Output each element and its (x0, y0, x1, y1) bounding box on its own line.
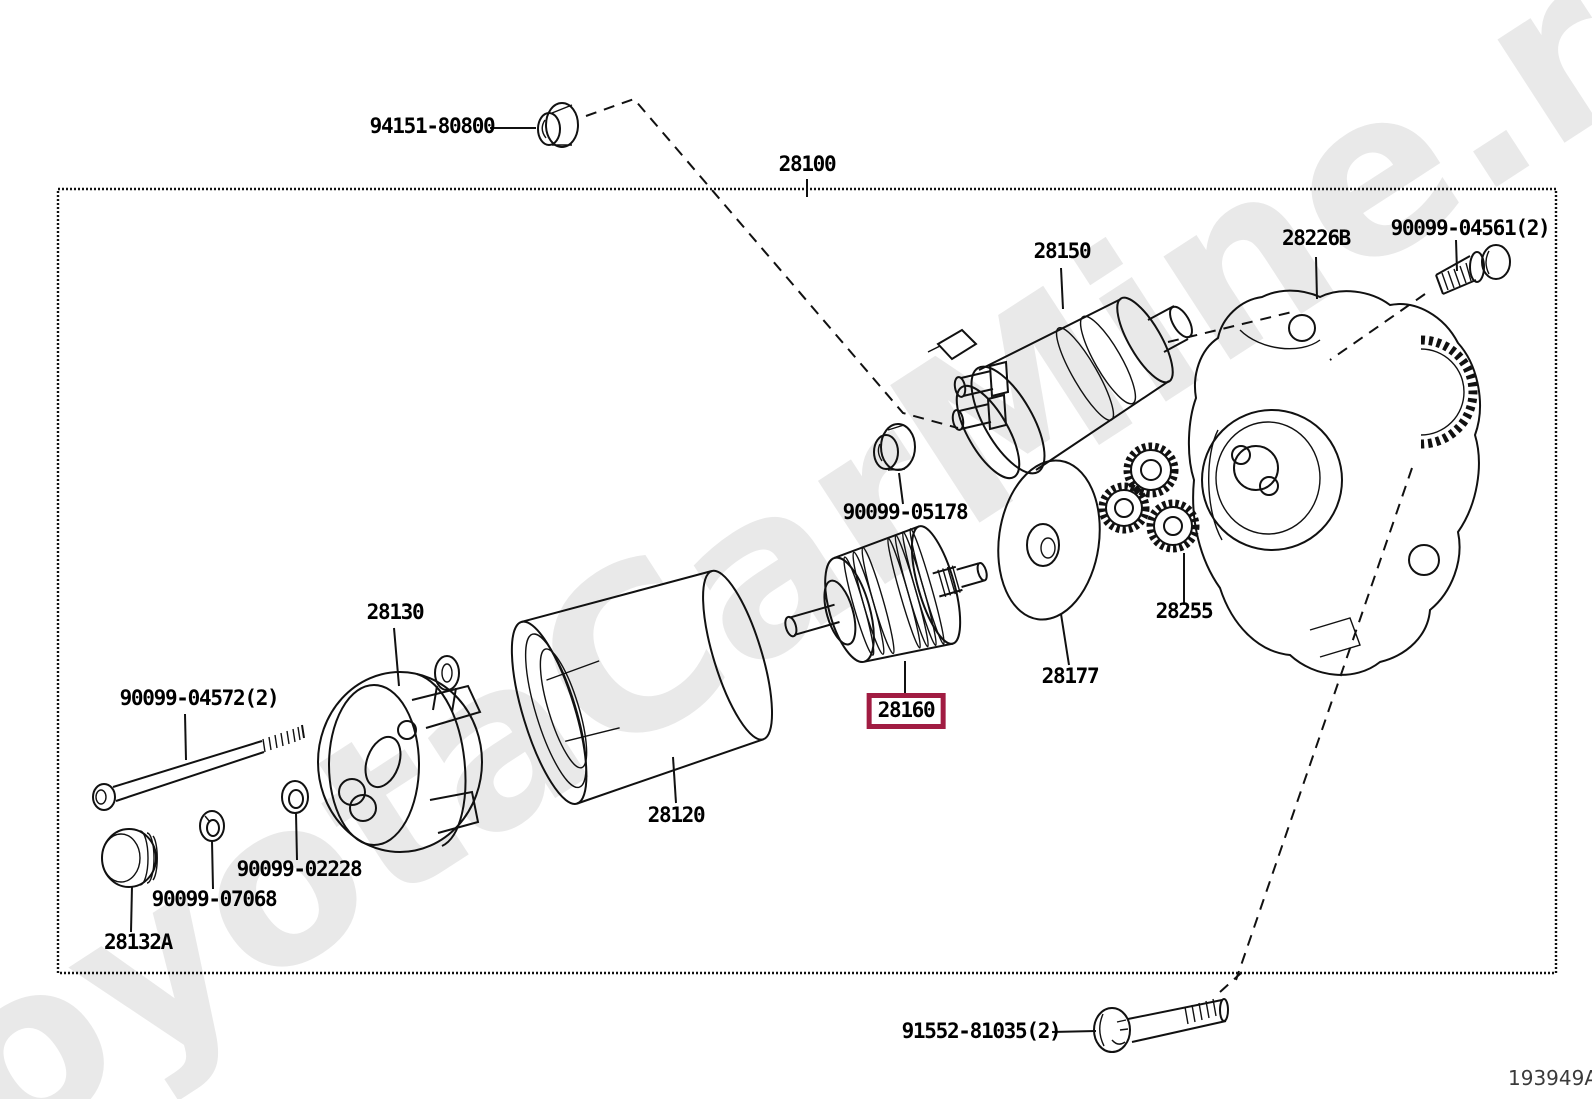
part-drawing-bolt-91552-81035 (1093, 998, 1229, 1053)
part-drawing-cap-28132A (101, 828, 158, 888)
part-drawing-housing-28226B (1187, 289, 1481, 676)
part-drawing-bolt-90099-04561 (1435, 244, 1511, 295)
part-label-28226B[interactable]: 28226B (1281, 226, 1351, 250)
part-label-90099-07068[interactable]: 90099-07068 (151, 887, 278, 911)
part-label-28160-highlighted[interactable]: 28160 (866, 693, 946, 729)
figure-code: 193949A (1508, 1066, 1592, 1090)
part-label-91552-81035[interactable]: 91552-81035(2) (901, 1019, 1062, 1043)
part-label-28177[interactable]: 28177 (1041, 664, 1100, 688)
part-label-28100[interactable]: 28100 (778, 152, 837, 176)
part-drawing-plate-28177 (997, 459, 1101, 621)
part-label-28150[interactable]: 28150 (1033, 239, 1092, 263)
part-label-90099-04561[interactable]: 90099-04561(2) (1390, 216, 1551, 240)
part-label-90099-02228[interactable]: 90099-02228 (236, 857, 363, 881)
part-drawing-gears-28255 (1098, 442, 1200, 553)
part-label-28120[interactable]: 28120 (647, 803, 706, 827)
part-drawing-yoke-28120 (510, 569, 774, 805)
part-drawing-oring-90099-07068 (199, 810, 225, 842)
part-drawing-solenoid-28150 (927, 296, 1193, 480)
part-drawing-bracket-28130 (317, 655, 483, 853)
assembly-frame (56, 187, 1558, 975)
part-drawing-washer-90099-02228 (281, 780, 309, 814)
part-label-28130[interactable]: 28130 (366, 600, 425, 624)
part-label-28255[interactable]: 28255 (1155, 599, 1214, 623)
part-drawing-grommet-94151-80800 (537, 102, 579, 148)
part-drawing-armature-28160 (784, 525, 988, 663)
part-drawing-bushing-90099-05178 (873, 423, 916, 471)
leader-lines (130, 127, 1458, 1033)
part-label-94151-80800[interactable]: 94151-80800 (369, 114, 496, 138)
part-label-90099-04572[interactable]: 90099-04572(2) (119, 686, 280, 710)
part-label-90099-05178[interactable]: 90099-05178 (842, 500, 969, 524)
part-drawing-bolt-90099-04572 (92, 724, 305, 811)
part-label-28132A[interactable]: 28132A (103, 930, 173, 954)
